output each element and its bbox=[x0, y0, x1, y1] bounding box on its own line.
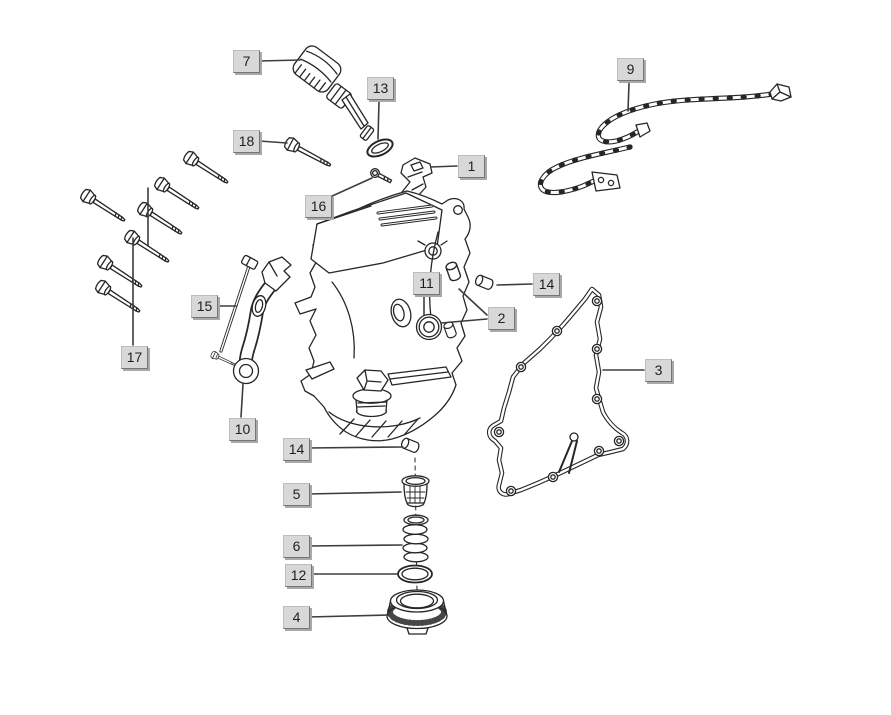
part-cap-4 bbox=[386, 589, 448, 635]
callout-16[interactable]: 16 bbox=[305, 195, 332, 218]
part-bolt-set-17 bbox=[78, 148, 232, 318]
part-stud-15 bbox=[209, 254, 259, 370]
callout-10[interactable]: 10 bbox=[229, 418, 256, 441]
part-oring-13 bbox=[366, 138, 394, 158]
part-strainer-5 bbox=[401, 475, 430, 508]
callout-6[interactable]: 6 bbox=[283, 535, 310, 558]
callout-2[interactable]: 2 bbox=[488, 307, 515, 330]
callout-13[interactable]: 13 bbox=[367, 77, 394, 100]
part-bracket-1 bbox=[400, 157, 433, 201]
part-bushing-14-right bbox=[473, 273, 495, 292]
callout-12[interactable]: 12 bbox=[285, 564, 312, 587]
part-spring-6 bbox=[402, 514, 429, 563]
part-oring-12 bbox=[397, 564, 433, 584]
callout-17[interactable]: 17 bbox=[121, 346, 148, 369]
leader-lines bbox=[132, 59, 645, 618]
callout-5[interactable]: 5 bbox=[283, 483, 310, 506]
callout-14-lower[interactable]: 14 bbox=[283, 438, 310, 461]
part-cable-9 bbox=[537, 83, 792, 196]
part-bushing-14-lower bbox=[399, 436, 421, 455]
part-dipstick bbox=[292, 45, 375, 141]
callout-9[interactable]: 9 bbox=[617, 58, 644, 81]
callout-11[interactable]: 11 bbox=[413, 272, 440, 295]
callout-7[interactable]: 7 bbox=[233, 50, 260, 73]
part-bolt-18 bbox=[282, 135, 335, 172]
callout-15[interactable]: 15 bbox=[191, 295, 218, 318]
part-cover-body bbox=[294, 190, 471, 442]
callout-4[interactable]: 4 bbox=[283, 606, 310, 629]
callout-18[interactable]: 18 bbox=[233, 130, 260, 153]
callout-3[interactable]: 3 bbox=[645, 359, 672, 382]
part-bracket-10 bbox=[232, 256, 292, 385]
part-gasket-3 bbox=[486, 286, 630, 497]
callout-1[interactable]: 1 bbox=[458, 155, 485, 178]
gasket-bolt-holes bbox=[493, 295, 625, 497]
part-screw-16 bbox=[370, 168, 393, 184]
callout-14-right[interactable]: 14 bbox=[533, 273, 560, 296]
part-seal-11 bbox=[415, 313, 443, 341]
